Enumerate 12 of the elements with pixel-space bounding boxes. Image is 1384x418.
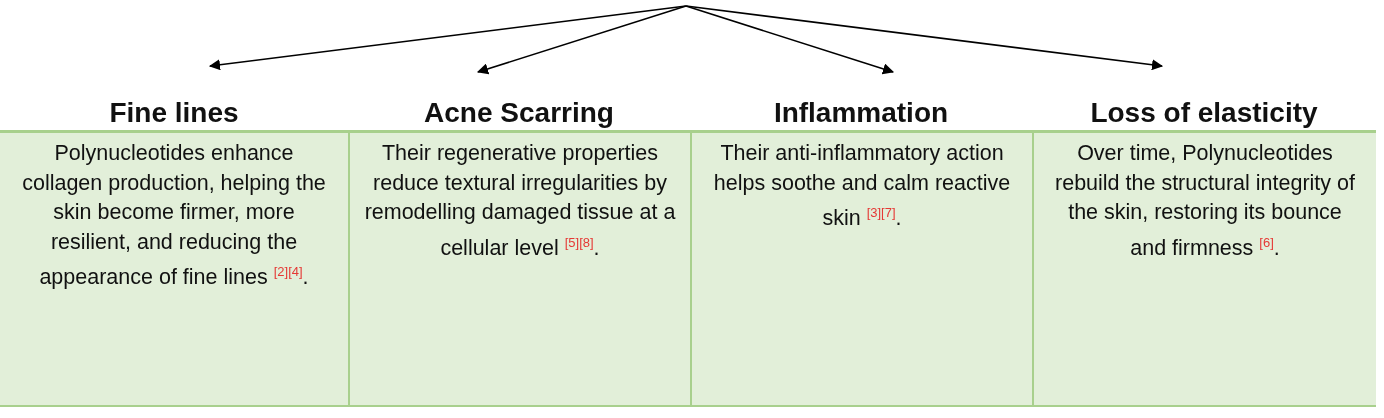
column-heading: Fine lines — [109, 96, 239, 130]
column-heading: Acne Scarring — [424, 96, 614, 130]
arrow — [208, 5, 687, 71]
table-cell: Polynucleotides enhance collagen production, helping the skin become firmer, more resilient, and reducing the appearance of fine lines $^{[2][4]}$. — [0, 130, 348, 407]
arrow — [685, 5, 1164, 71]
table-cell: Their anti-inflammatory action helps soothe and calm reactive skin $^{[3][7]}$. — [690, 130, 1032, 407]
arrow — [476, 5, 687, 75]
table-cell: Their regenerative properties reduce textural irregularities by remodelling damaged tissue at a cellular level $^{[5][8]}$. — [348, 130, 690, 407]
column-heading: Loss of elasticity — [1090, 96, 1318, 130]
table-cell: Over time, Polynucleotides rebuild the structural integrity of the skin, restoring its bounce and firmness $^{[6]}$. — [1032, 130, 1376, 407]
column-heading: Inflammation — [773, 96, 949, 130]
arrow — [685, 5, 895, 75]
